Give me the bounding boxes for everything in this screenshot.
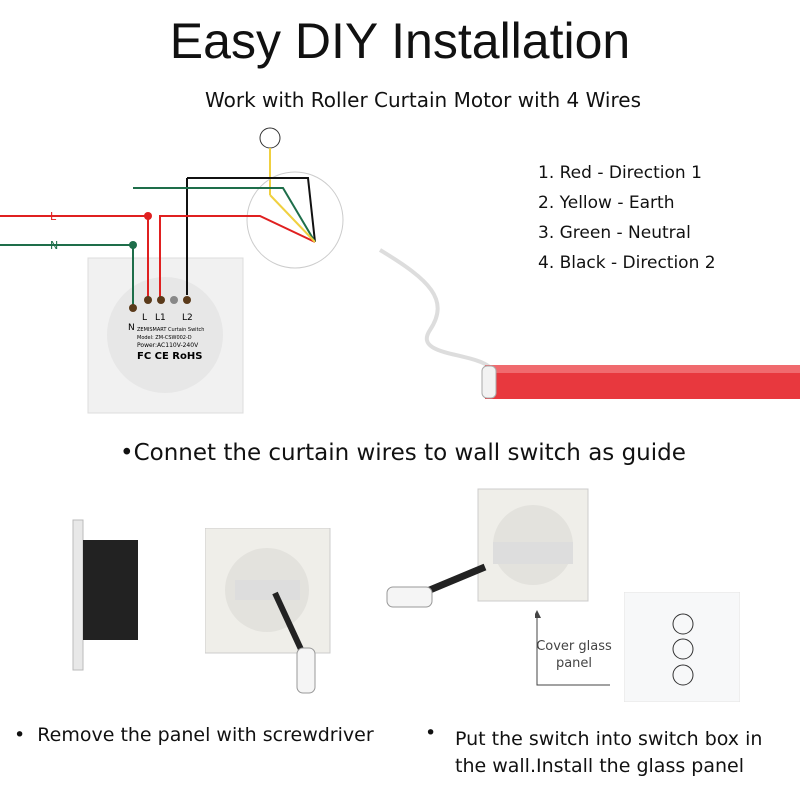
svg-text:L: L xyxy=(142,313,147,323)
svg-text:Power:AC110V-240V: Power:AC110V-240V xyxy=(137,342,199,349)
svg-text:L1: L1 xyxy=(155,313,166,323)
roller-motor xyxy=(378,248,800,399)
svg-text:ZEMISMART Curtain Switch: ZEMISMART Curtain Switch xyxy=(137,327,204,333)
legend-black: 4. Black - Direction 2 xyxy=(538,253,716,273)
svg-text:L2: L2 xyxy=(182,313,193,323)
switch-back-photo xyxy=(205,528,331,694)
switch-side-photo xyxy=(72,519,138,671)
stop-button-icon xyxy=(672,638,694,660)
subtitle: Work with Roller Curtain Motor with 4 Wi… xyxy=(205,88,641,112)
legend-red: 1. Red - Direction 1 xyxy=(538,163,702,183)
close-button-icon xyxy=(672,664,694,686)
neutral-label: N xyxy=(50,239,58,252)
cover-label: Cover glass panel xyxy=(536,639,612,671)
step-install-switch: Put the switch into switch box in the wa… xyxy=(455,728,763,777)
line-label: L xyxy=(50,210,57,223)
guide-text: •Connet the curtain wires to wall switch… xyxy=(120,440,686,466)
svg-text:N: N xyxy=(128,323,135,333)
legend-yellow: 2. Yellow - Earth xyxy=(538,193,675,213)
legend-green: 3. Green - Neutral xyxy=(538,223,691,243)
open-button-icon xyxy=(672,613,694,635)
wiring-diagram: L N L L1 L2 N ZEMISMART Curtain Switch M… xyxy=(0,127,344,414)
earth-icon xyxy=(259,127,281,149)
wire-zoom-circle xyxy=(246,171,344,269)
svg-text:Model: ZM-CSW002-D: Model: ZM-CSW002-D xyxy=(137,335,192,341)
step-remove-panel: • Remove the panel with screwdriver xyxy=(14,724,374,746)
cover-arrow xyxy=(535,610,610,686)
glass-panel xyxy=(624,592,740,702)
switch-install-photo xyxy=(386,488,589,608)
svg-text:FC CE RoHS: FC CE RoHS xyxy=(137,351,202,362)
page-title: Easy DIY Installation xyxy=(169,13,631,69)
